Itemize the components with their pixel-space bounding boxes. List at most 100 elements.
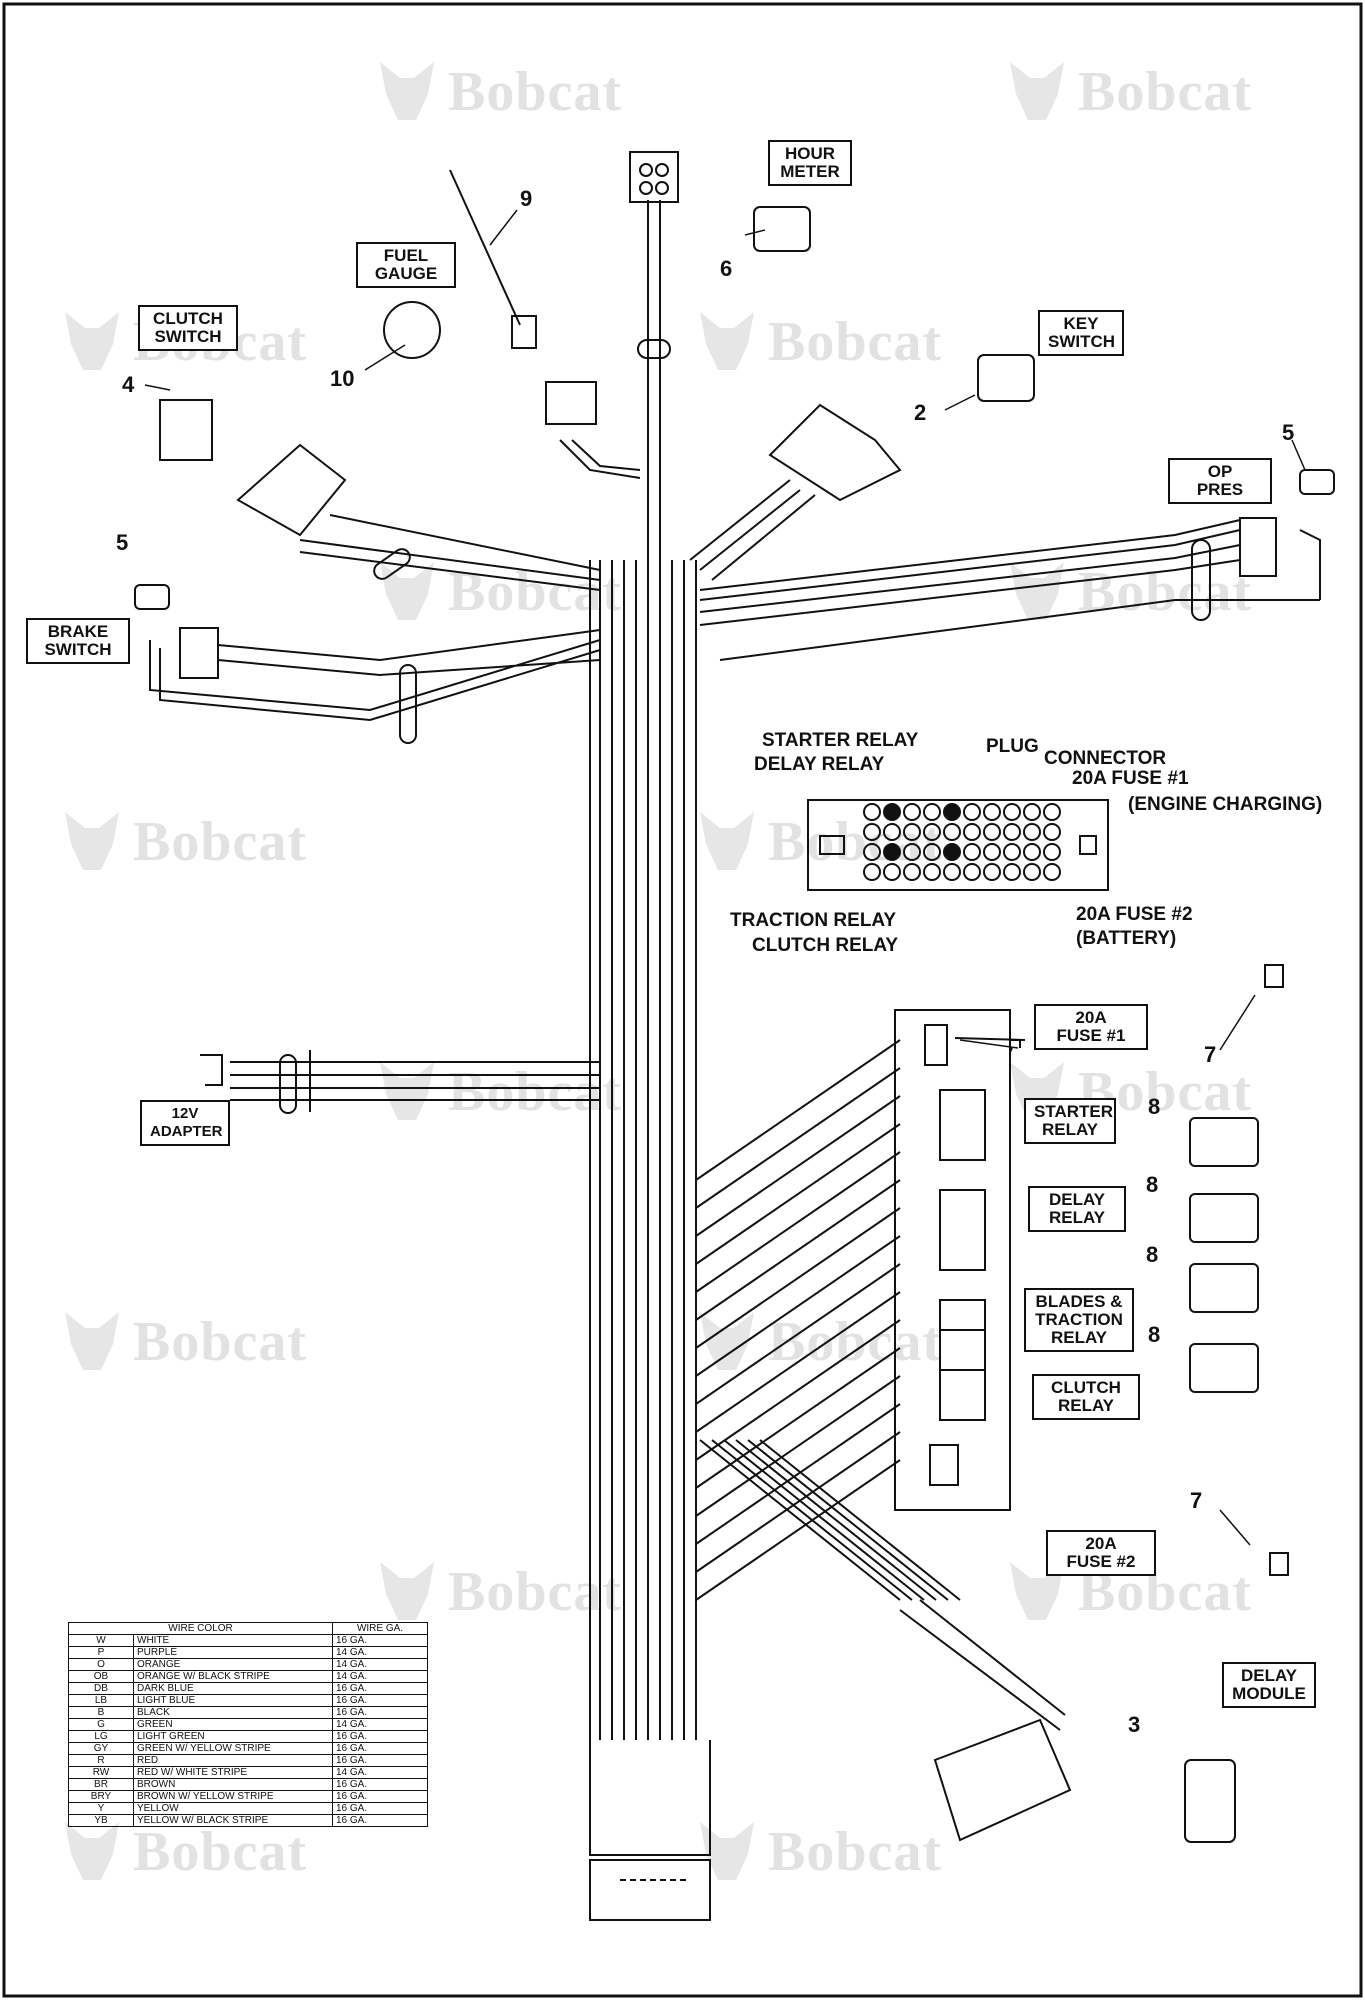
callout-4: 4 (122, 372, 135, 397)
delay-module-sketch (1184, 1759, 1236, 1843)
panel-fuse-2: 20A FUSE #2 (1076, 904, 1193, 925)
wire-code: P (68, 1646, 134, 1659)
wire-color-name: GREEN W/ YELLOW STRIPE (133, 1742, 333, 1755)
watermark-text: Bobcat (448, 1561, 622, 1623)
watermark-text: Bobcat (768, 811, 942, 873)
wire-color-name: GREEN (133, 1718, 333, 1731)
callout-2: 2 (914, 400, 927, 425)
watermark-text: Bobcat (133, 1821, 307, 1883)
callout-3: 3 (1128, 1712, 1141, 1737)
wire-gauge: 14 GA. (332, 1658, 428, 1671)
watermark-logo-icon (690, 1814, 764, 1888)
panel-delay-relay: DELAY RELAY (754, 754, 885, 775)
watermark-logo-icon (690, 1304, 764, 1378)
callout-8-b: 8 (1146, 1172, 1159, 1197)
watermark-text: Bobcat (448, 61, 622, 123)
relay-sketch-b (1189, 1193, 1259, 1243)
wire-color-name: RED (133, 1754, 333, 1767)
wire-code: G (68, 1718, 134, 1731)
hour-meter-sketch (753, 206, 811, 252)
wire-gauge: 16 GA. (332, 1730, 428, 1743)
callout-8-c: 8 (1146, 1242, 1159, 1267)
clutch-switch-sketch (159, 399, 213, 461)
wire-gauge: 16 GA. (332, 1634, 428, 1647)
wire-color-name: ORANGE (133, 1658, 333, 1671)
watermark-text: Bobcat (1078, 61, 1252, 123)
watermark-logo-icon (690, 804, 764, 878)
panel-clutch-relay: CLUTCH RELAY (752, 935, 899, 956)
callout-7-bottom: 7 (1190, 1488, 1203, 1513)
panel-starter-relay: STARTER RELAY (762, 730, 919, 751)
watermark-logo-icon (55, 1814, 129, 1888)
watermark-text: Bobcat (768, 1821, 942, 1883)
relay-sketch-a (1189, 1117, 1259, 1167)
wire-color-name: LIGHT BLUE (133, 1694, 333, 1707)
watermark-text: Bobcat (133, 811, 307, 873)
wire-gauge: 14 GA. (332, 1670, 428, 1683)
wire-color-name: BROWN W/ YELLOW STRIPE (133, 1790, 333, 1803)
relay-sketch-c (1189, 1263, 1259, 1313)
panel-plug: PLUG (986, 736, 1039, 757)
fuse-relay-block (894, 1009, 1026, 1511)
wire-color-name: YELLOW W/ BLACK STRIPE (133, 1814, 333, 1827)
panel-engine-charging: (ENGINE CHARGING) (1128, 794, 1323, 815)
panel-battery: (BATTERY) (1076, 928, 1177, 949)
wire-gauge: 14 GA. (332, 1646, 428, 1659)
wire-gauge: 16 GA. (332, 1742, 428, 1755)
branch-hour-meter (629, 151, 679, 359)
watermark-text: Bobcat (133, 1311, 307, 1373)
wire-9-sketch (449, 169, 521, 326)
wire-color-name: BLACK (133, 1706, 333, 1719)
component-sketches (134, 169, 1335, 1843)
wire-color-name: BROWN (133, 1778, 333, 1791)
wire-9-connector (511, 315, 537, 349)
wire-gauge: 14 GA. (332, 1718, 428, 1731)
wire-code: BR (68, 1778, 134, 1791)
brake-sensor-sketch (134, 584, 170, 610)
watermark-logo-icon (370, 554, 444, 628)
wire-code: LB (68, 1694, 134, 1707)
wire-code: YB (68, 1814, 134, 1827)
wire-gauge: 16 GA. (332, 1790, 428, 1803)
branch-op-pres (699, 517, 1321, 661)
relay-panel-drawing (807, 799, 1109, 891)
watermark-logo-icon (1000, 1554, 1074, 1628)
wire-table-header-color: WIRE COLOR (68, 1622, 333, 1635)
key-switch-sketch (977, 354, 1035, 402)
branch-clutch-switch (236, 443, 601, 591)
fuse-sketch-top (1264, 964, 1284, 988)
op-pres-sensor-sketch (1299, 469, 1335, 495)
watermark-logo-icon (690, 304, 764, 378)
wire-table-header-gauge: WIRE GA. (332, 1622, 428, 1635)
callout-8-a: 8 (1148, 1094, 1161, 1119)
wire-gauge: 16 GA. (332, 1778, 428, 1791)
wire-code: Y (68, 1802, 134, 1815)
fuse-sketch-bottom (1269, 1552, 1289, 1576)
wire-color-name: DARK BLUE (133, 1682, 333, 1695)
wire-code: B (68, 1706, 134, 1719)
leader-lines (144, 209, 1306, 1546)
watermark-logo-icon (55, 1304, 129, 1378)
wire-color-name: YELLOW (133, 1802, 333, 1815)
wire-gauge: 16 GA. (332, 1802, 428, 1815)
